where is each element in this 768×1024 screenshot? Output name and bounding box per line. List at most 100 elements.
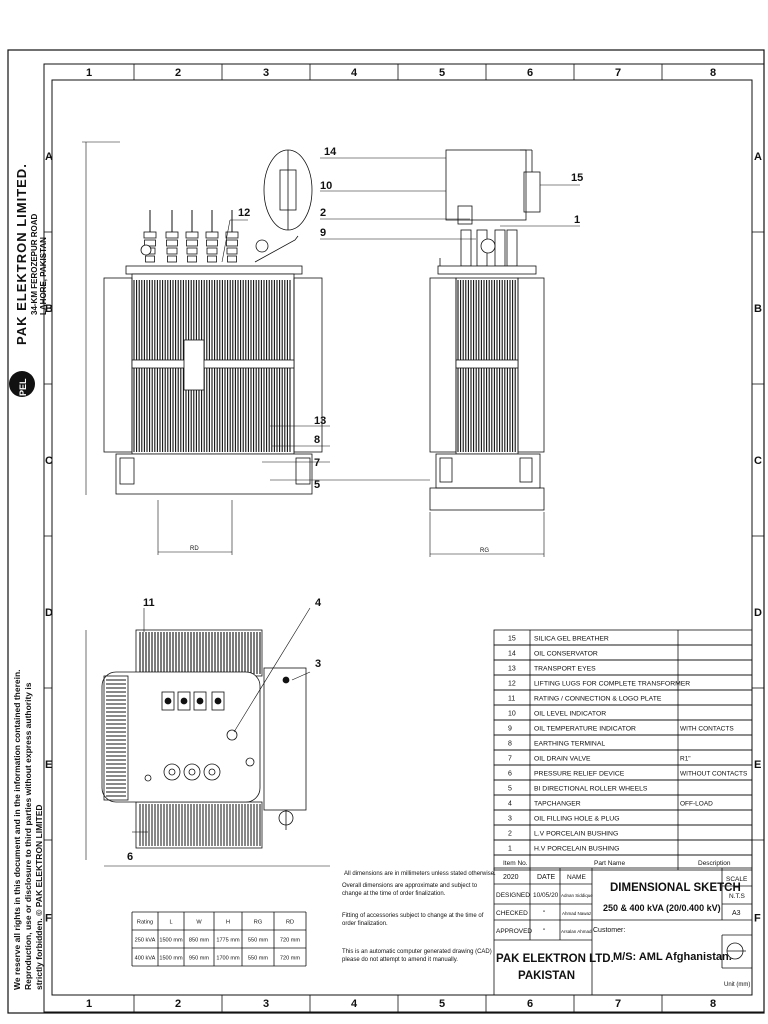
parts-header-part: Part Name (594, 860, 625, 867)
part-name: OIL CONSERVATOR (534, 651, 598, 658)
part-name: OIL FILLING HOLE & PLUG (534, 816, 620, 823)
zone-col-bottom-7: 7 (615, 998, 621, 1010)
zone-col-top-5: 5 (439, 67, 445, 79)
part-no: 14 (508, 651, 516, 658)
tb-checked-name: Ahmad Nawaz (562, 911, 592, 916)
side-leaders (320, 157, 580, 240)
top-leaders (132, 607, 311, 833)
zone-row-left-C: C (45, 455, 53, 467)
zone-col-top-4: 4 (351, 67, 358, 79)
rating-cell: 950 mm (189, 956, 210, 962)
tb-approved-date: " (543, 928, 546, 935)
part-name: OIL DRAIN VALVE (534, 756, 591, 763)
tb-title: DIMENSIONAL SKETCH (610, 882, 741, 894)
conservator-pipe (254, 235, 299, 263)
rating-cell: 720 mm (280, 956, 301, 962)
tb-name-label: NAME (567, 874, 586, 881)
rating-cell: 850 mm (189, 938, 210, 944)
part-no: 12 (508, 681, 516, 688)
part-no: 7 (508, 756, 512, 763)
callout-1: 1 (574, 214, 580, 226)
tank-base-front (115, 453, 313, 495)
note-2: Overall dimensions are approximate and s… (342, 883, 478, 897)
drawing-frame (51, 79, 753, 996)
part-name: LIFTING LUGS FOR COMPLETE TRANSFORMER (534, 681, 690, 688)
zone-frame (43, 63, 765, 1013)
part-desc: OFF-LOAD (680, 801, 713, 808)
rating-header: RG (254, 920, 262, 926)
tb-designed-name: Adnan Siddique (561, 893, 593, 898)
callout-6: 6 (127, 851, 133, 863)
zone-row-right-E: E (754, 759, 761, 771)
tb-customer: M/S: AML Afghanistan. (613, 951, 732, 963)
zone-row-right-F: F (754, 913, 761, 925)
notes: All dimensions are in millimeters unless… (342, 871, 496, 963)
tb-designed-label: DESIGNED (496, 892, 530, 899)
rating-header: RD (286, 920, 294, 926)
dim-rg: RG (480, 548, 489, 554)
front-view (82, 141, 323, 555)
company-logo-text: PEL (18, 378, 28, 396)
base-channel (429, 487, 545, 511)
zone-col-bottom-5: 5 (439, 998, 445, 1010)
rating-cell: 550 mm (248, 956, 269, 962)
dim-rd: RD (190, 546, 199, 552)
rating-header: H (226, 920, 230, 926)
callout-13: 13 (314, 415, 326, 427)
zone-col-bottom-8: 8 (710, 998, 716, 1010)
part-name: OIL TEMPERATURE INDICATOR (534, 726, 636, 733)
tb-date-label: DATE (537, 874, 555, 881)
side-view (330, 149, 545, 557)
zone-col-bottom-1: 1 (86, 998, 92, 1010)
zone-row-right-A: A (754, 151, 762, 163)
company-address-2: LAHORE, PAKISTAN (39, 237, 48, 315)
company-logo (9, 371, 35, 397)
part-no: 15 (508, 636, 516, 643)
zone-row-left-B: B (45, 303, 53, 315)
zone-col-top-8: 8 (710, 67, 716, 79)
callout-4: 4 (315, 597, 322, 609)
zone-row-right-B: B (754, 303, 762, 315)
part-no: 13 (508, 666, 516, 673)
part-name: BI DIRECTIONAL ROLLER WHEELS (534, 786, 648, 793)
callout-15: 15 (571, 172, 583, 184)
note-3: Fitting of accessories subject to change… (342, 913, 484, 927)
callout-7: 7 (314, 457, 320, 469)
part-name: OIL LEVEL INDICATOR (534, 711, 606, 718)
part-no: 1 (508, 846, 512, 853)
radiator-left (103, 277, 133, 453)
zone-col-bottom-4: 4 (351, 998, 358, 1010)
tb-checked-label: CHECKED (496, 910, 528, 917)
title-block (493, 867, 753, 996)
part-no: 11 (508, 696, 515, 703)
note-4: This is an automatic computer generated … (342, 949, 492, 963)
part-desc: R1" (680, 756, 691, 763)
hv-bushings-top (163, 763, 221, 781)
zone-col-top-3: 3 (263, 67, 269, 79)
zone-col-top-2: 2 (175, 67, 181, 79)
tb-scale-value: N.T.S (729, 893, 746, 900)
zone-col-top-7: 7 (615, 67, 621, 79)
callout-2: 2 (320, 207, 326, 219)
part-no: 8 (508, 741, 512, 748)
part-no: 5 (508, 786, 512, 793)
part-name: RATING / CONNECTION & LOGO PLATE (534, 696, 662, 703)
rating-cell: 720 mm (280, 938, 301, 944)
rating-cell: 1500 mm (159, 956, 183, 962)
top-view (85, 629, 330, 867)
callout-12: 12 (238, 207, 250, 219)
rating-cell: 400 kVA (135, 956, 156, 962)
zone-grid (44, 64, 764, 1012)
tb-sheet-size: A3 (732, 910, 741, 917)
front-leaders (221, 219, 330, 481)
lv-bushings-top (161, 691, 225, 711)
tb-company-1: PAK ELEKTRON LTD. (496, 953, 614, 965)
callout-11: 11 (143, 597, 155, 609)
radiator-side-left (429, 277, 457, 453)
parts-header-item: Item No. (503, 860, 528, 867)
part-name: H.V PORCELAIN BUSHING (534, 846, 619, 853)
rating-cell: 250 kVA (135, 938, 156, 944)
note-1: All dimensions are in millimeters unless… (344, 871, 496, 877)
